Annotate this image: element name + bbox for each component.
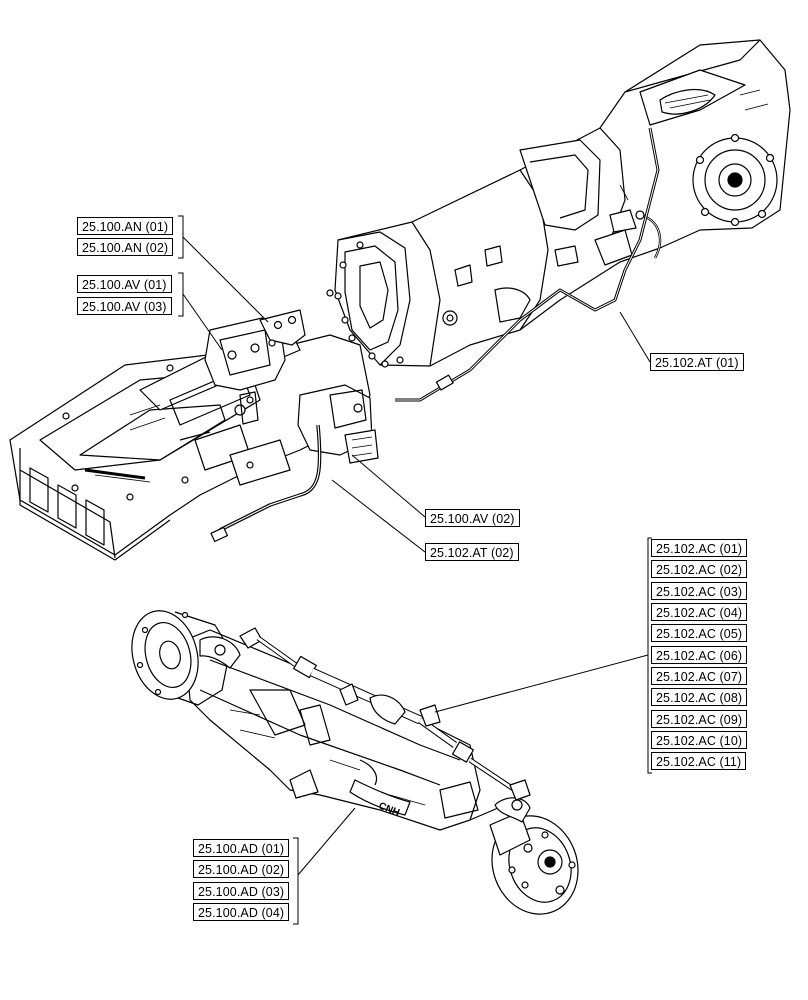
callout-25-100-an-02[interactable]: 25.100.AN (02) bbox=[77, 238, 174, 256]
callout-25-100-ad-04[interactable]: 25.100.AD (04) bbox=[193, 903, 290, 921]
bracket-mark-ac bbox=[647, 537, 652, 774]
callout-25-102-ac-07[interactable]: 25.102.AC (07) bbox=[651, 667, 748, 685]
callout-25-102-ac-02[interactable]: 25.102.AC (02) bbox=[651, 560, 748, 578]
callout-25-102-ac-06[interactable]: 25.102.AC (06) bbox=[651, 646, 748, 664]
hydraulic-tube-front bbox=[210, 424, 322, 543]
callout-25-102-ac-09[interactable]: 25.102.AC (09) bbox=[651, 710, 748, 728]
bracket-mark-an bbox=[178, 215, 184, 259]
callout-25-102-ac-11[interactable]: 25.102.AC (11) bbox=[651, 752, 747, 770]
leader-line-an bbox=[182, 236, 269, 323]
leader-line-at-01 bbox=[619, 311, 651, 363]
callout-25-100-av-03[interactable]: 25.100.AV (03) bbox=[77, 297, 172, 315]
callout-25-102-ac-10[interactable]: 25.102.AC (10) bbox=[651, 731, 748, 749]
callout-25-102-at-02[interactable]: 25.102.AT (02) bbox=[425, 543, 519, 561]
callout-25-102-at-01[interactable]: 25.102.AT (01) bbox=[650, 353, 744, 371]
control-valve-bracket bbox=[297, 384, 379, 464]
callout-25-100-ad-01[interactable]: 25.100.AD (01) bbox=[193, 839, 290, 857]
callout-25-102-ac-05[interactable]: 25.102.AC (05) bbox=[651, 624, 748, 642]
bracket-mark-ad bbox=[293, 837, 299, 925]
bracket-support bbox=[204, 309, 306, 425]
callout-25-102-ac-04[interactable]: 25.102.AC (04) bbox=[651, 603, 748, 621]
callout-25-102-ac-03[interactable]: 25.102.AC (03) bbox=[651, 582, 748, 600]
transmission-housing bbox=[326, 39, 791, 368]
bracket-mark-av bbox=[178, 272, 184, 317]
leader-line-ad bbox=[297, 807, 356, 876]
callout-25-100-ad-02[interactable]: 25.100.AD (02) bbox=[193, 860, 290, 878]
callout-25-100-av-02[interactable]: 25.100.AV (02) bbox=[425, 509, 520, 527]
leader-line-ac bbox=[434, 654, 649, 713]
callout-25-102-ac-08[interactable]: 25.102.AC (08) bbox=[651, 688, 748, 706]
leader-line-at-02 bbox=[331, 479, 426, 553]
axle-hub-right bbox=[469, 797, 579, 915]
leader-line-av bbox=[182, 293, 223, 351]
leader-line-av-02 bbox=[351, 454, 426, 518]
steering-tie-rod bbox=[239, 627, 531, 801]
callout-25-102-ac-01[interactable]: 25.102.AC (01) bbox=[651, 539, 748, 557]
callout-25-100-an-01[interactable]: 25.100.AN (01) bbox=[77, 217, 174, 235]
front-axle-housing bbox=[184, 629, 481, 831]
axle-hub-left bbox=[131, 610, 241, 706]
callout-25-100-ad-03[interactable]: 25.100.AD (03) bbox=[193, 882, 290, 900]
hydraulic-tube-rear bbox=[395, 127, 660, 402]
callout-25-100-av-01[interactable]: 25.100.AV (01) bbox=[77, 275, 172, 293]
